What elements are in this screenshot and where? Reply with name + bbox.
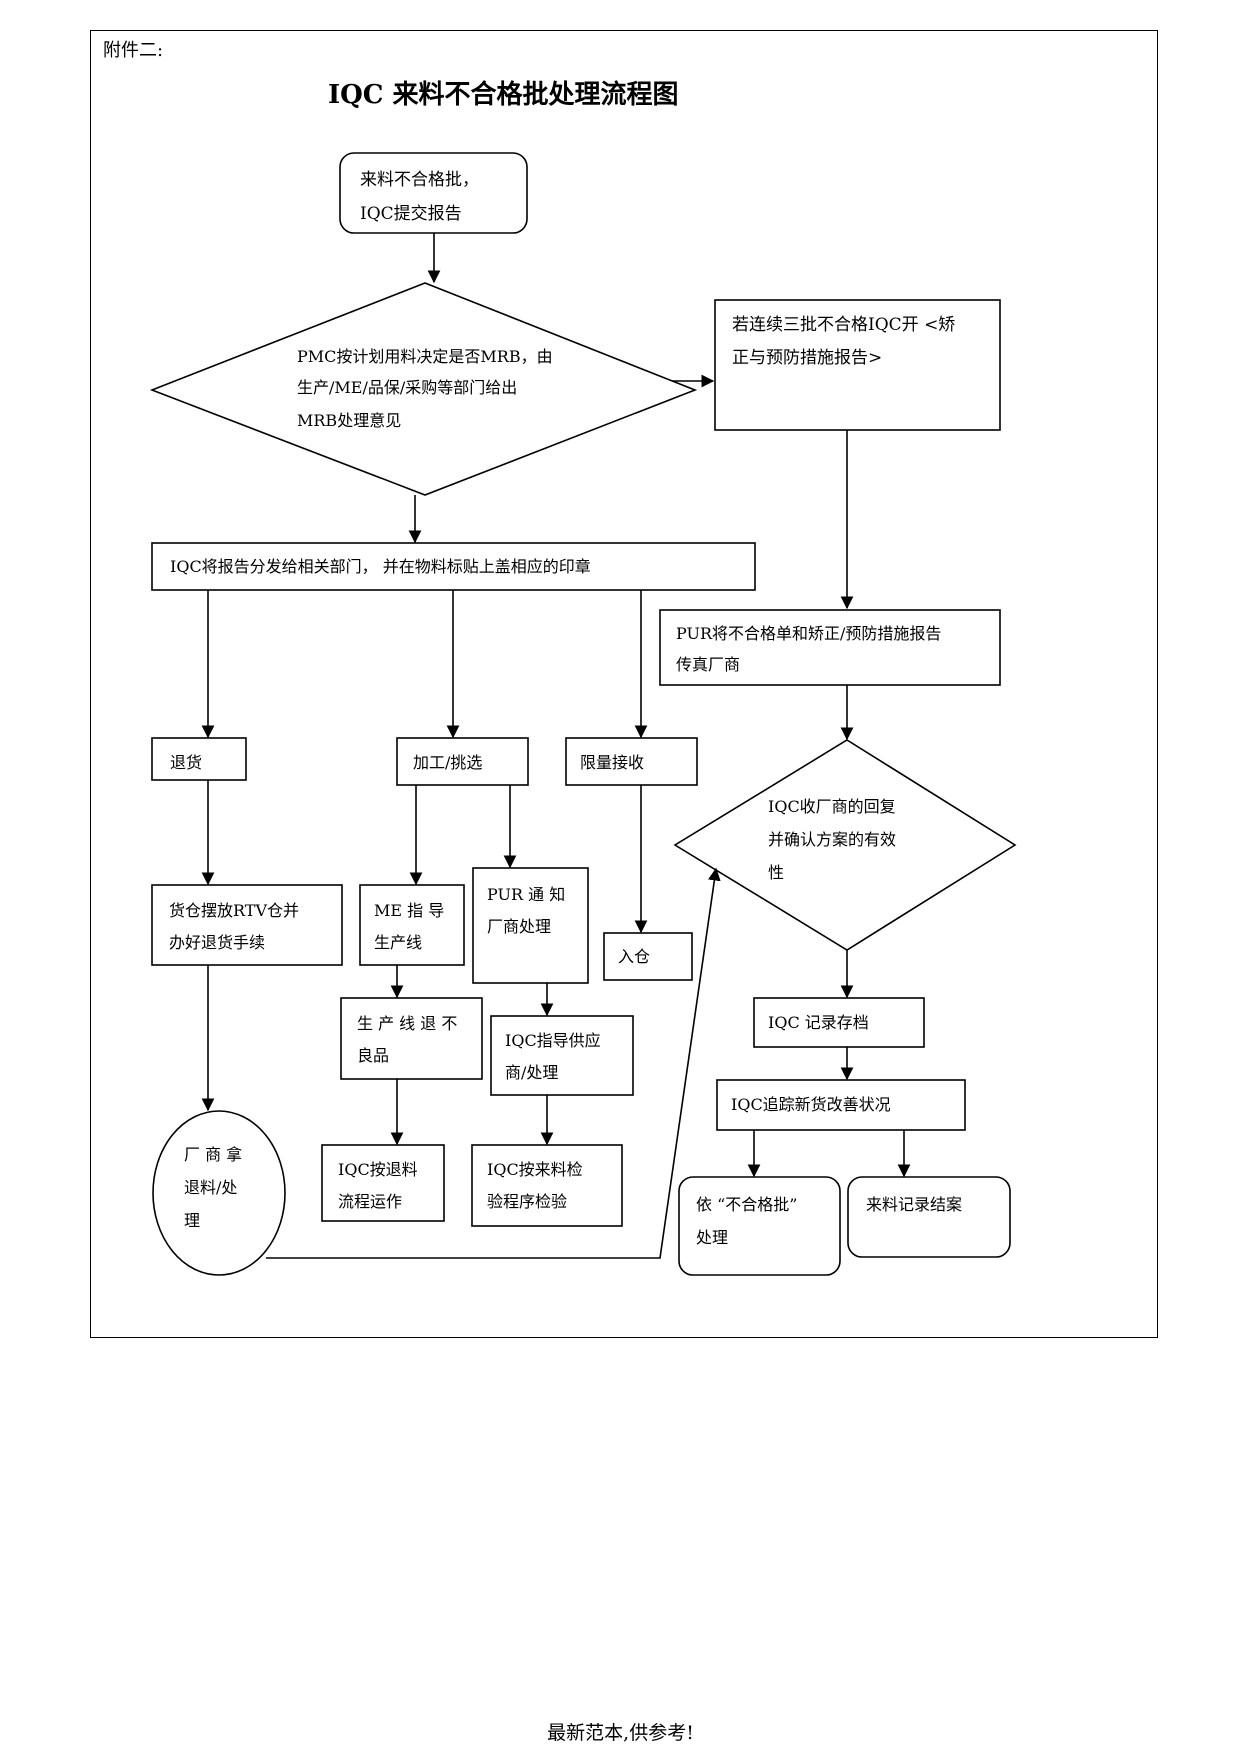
node-mrb-decision-label: PMC按计划用料决定是否MRB，由 生产/ME/品保/采购等部门给出 MRB处理…	[297, 347, 558, 430]
node-rework-label: 加工/挑选	[413, 753, 482, 772]
node-pur-notify-label: PUR 通 知 厂商处理	[487, 885, 570, 936]
node-iqc-track-label: IQC追踪新货改善状况	[731, 1095, 891, 1114]
node-rework-shape	[396, 737, 529, 786]
node-three-batches-shape	[714, 299, 1001, 431]
node-per-ng-shape	[678, 1176, 841, 1276]
node-close-record-shape	[847, 1176, 1011, 1258]
node-return-shape	[151, 737, 247, 781]
node-iqc-guide-vendor-shape	[490, 1015, 634, 1096]
node-iqc-record-shape	[753, 997, 925, 1048]
node-store-label: 入仓	[618, 947, 650, 966]
node-three-batches-label: 若连续三批不合格IQC开 <矫 正与预防措施报告>	[732, 315, 961, 368]
node-store-shape	[603, 932, 693, 981]
arrow-vendor-take-to-vendor-reply	[266, 867, 721, 1259]
node-warehouse-rtv-label: 货仓摆放RTV仓并 办好退货手续	[169, 901, 304, 952]
node-me-guide-shape	[359, 884, 465, 966]
node-vendor-reply-label: IQC收厂商的回复 并确认方案的有效 性	[768, 797, 901, 882]
node-distribute-label: IQC将报告分发给相关部门， 并在物料标贴上盖相应的印章	[170, 557, 591, 576]
node-start-label: 来料不合格批， IQC提交报告	[360, 170, 484, 224]
node-me-guide-label: ME 指 导 生产线	[374, 901, 449, 952]
node-mrb-decision-shape	[149, 282, 698, 496]
footer-note: 最新范本,供参考!	[547, 1722, 694, 1744]
node-line-return-label: 生 产 线 退 不 良品	[357, 1014, 462, 1065]
attachment-label: 附件二:	[103, 40, 164, 61]
node-iqc-track-shape	[716, 1079, 966, 1131]
node-iqc-return-flow-shape	[321, 1144, 445, 1222]
node-iqc-guide-vendor-label: IQC指导供应 商/处理	[505, 1031, 606, 1082]
node-pur-fax-shape	[659, 609, 1001, 686]
node-iqc-inspect-shape	[471, 1144, 623, 1227]
node-close-record-label: 来料记录结案	[866, 1195, 962, 1214]
node-limited-shape	[565, 737, 698, 786]
node-iqc-record-label: IQC 记录存档	[768, 1013, 869, 1032]
node-pur-notify-shape	[472, 867, 589, 984]
node-warehouse-rtv-shape	[151, 884, 343, 966]
node-iqc-return-flow-label: IQC按退料 流程运作	[338, 1160, 423, 1211]
node-vendor-take-label: 厂 商 拿 退料/处 理	[184, 1145, 247, 1230]
node-return-label: 退货	[170, 753, 202, 772]
node-per-ng-label: 依 “不合格批” 处理	[696, 1195, 803, 1247]
node-line-return-shape	[340, 997, 483, 1080]
node-iqc-inspect-label: IQC按来料检 验程序检验	[487, 1160, 588, 1211]
node-pur-fax-label: PUR将不合格单和矫正/预防措施报告 传真厂商	[676, 624, 947, 674]
flowchart-title: IQC 来料不合格批处理流程图	[328, 79, 679, 110]
document-frame	[90, 30, 1158, 1338]
node-limited-label: 限量接收	[580, 753, 644, 772]
node-vendor-take-shape	[152, 1110, 286, 1276]
